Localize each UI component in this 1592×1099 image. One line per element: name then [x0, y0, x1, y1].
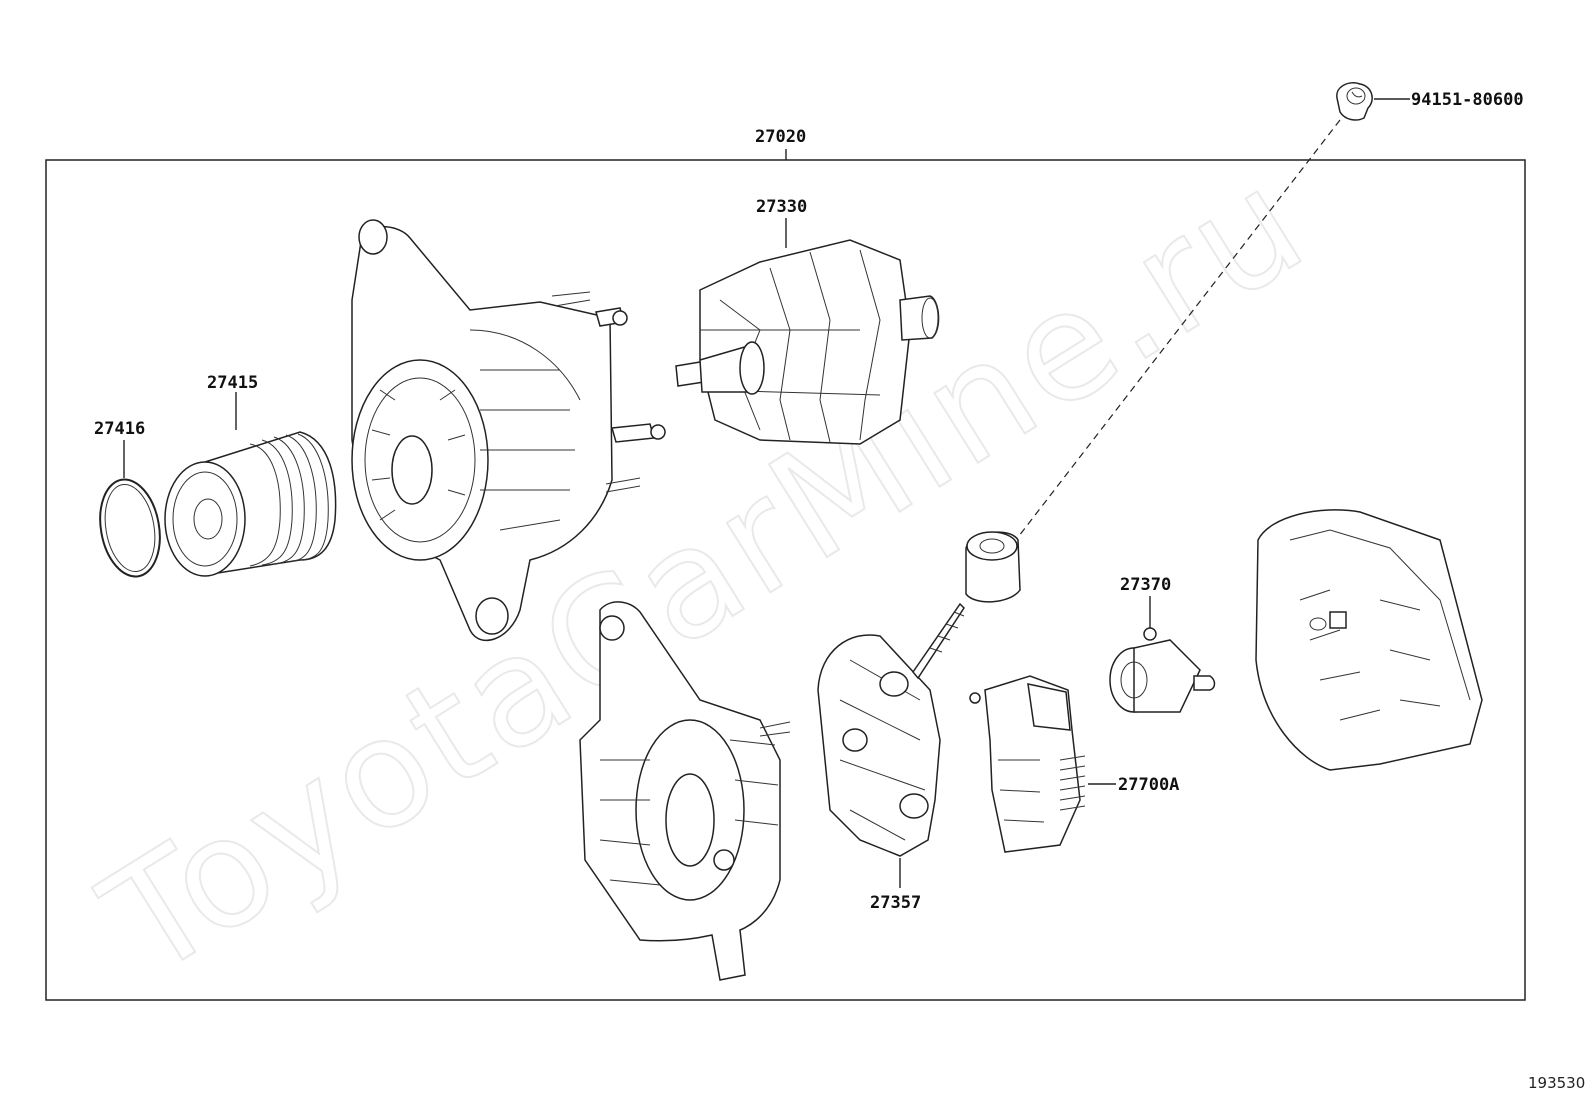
- drive-end-frame-icon: [351, 219, 666, 641]
- label-27700A[interactable]: 27700A: [1118, 775, 1179, 795]
- label-27415[interactable]: 27415: [207, 373, 258, 393]
- pulley-icon: [164, 431, 337, 577]
- brush-holder-icon: [1109, 627, 1216, 713]
- cap-ring-icon: [99, 478, 161, 578]
- label-27370[interactable]: 27370: [1120, 575, 1171, 595]
- bushing-icon: [965, 531, 1021, 603]
- rectifier-icon: [817, 602, 965, 857]
- bolt-icon: [1336, 82, 1373, 121]
- label-27020[interactable]: 27020: [755, 127, 806, 147]
- label-94151-80600[interactable]: 94151-80600: [1411, 90, 1524, 110]
- leader-dashed: [1011, 119, 1341, 546]
- label-27357[interactable]: 27357: [870, 893, 921, 913]
- label-27330[interactable]: 27330: [756, 197, 807, 217]
- rear-frame-icon: [579, 601, 791, 981]
- rotor-icon: [675, 239, 940, 445]
- image-id: 193530: [1528, 1074, 1585, 1092]
- rear-cover-icon: [1255, 509, 1483, 771]
- label-27416[interactable]: 27416: [94, 419, 145, 439]
- regulator-icon: [969, 675, 1086, 853]
